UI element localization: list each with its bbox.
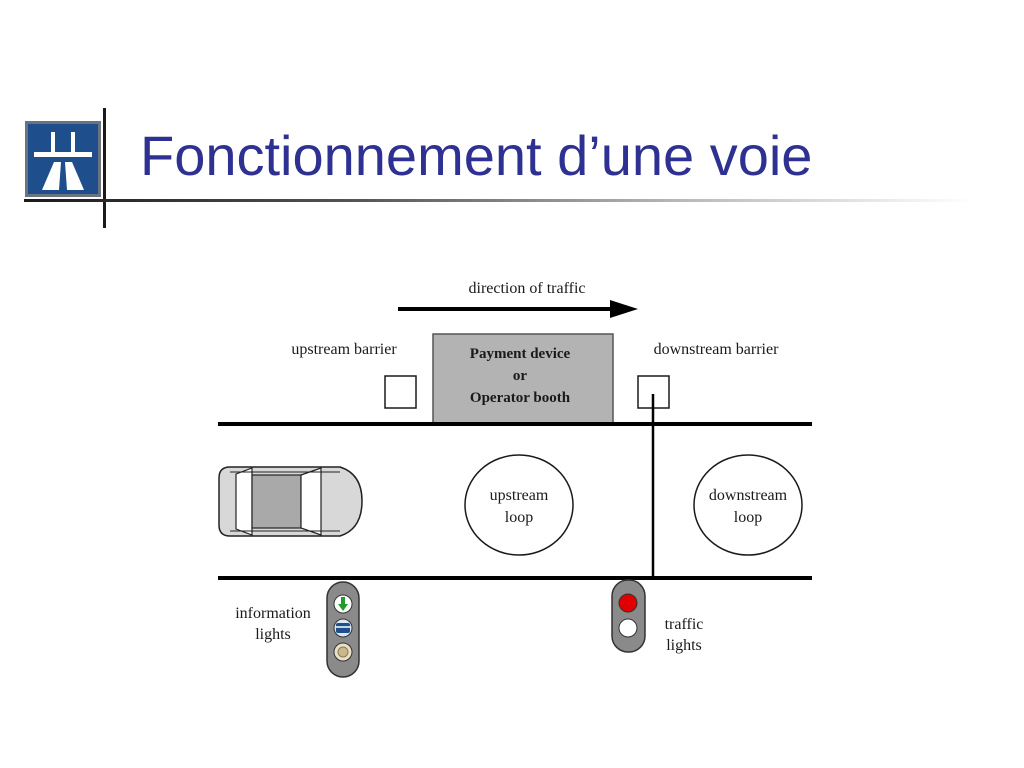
upstream-barrier <box>384 375 417 409</box>
booth-line-1: Payment device <box>470 346 571 362</box>
downstream-loop-line-2: loop <box>734 509 762 526</box>
downstream-barrier-label: downstream barrier <box>654 341 780 358</box>
title-underline <box>24 199 974 202</box>
slide-title: Fonctionnement d’une voie <box>140 124 813 187</box>
traffic-lights-line-2: lights <box>666 637 702 654</box>
car-top-view-icon <box>218 466 363 537</box>
coin-icon <box>333 642 353 662</box>
booth-line-2: or <box>513 368 528 384</box>
green-down-arrow-icon <box>333 594 353 614</box>
booth-line-3: Operator booth <box>470 390 571 406</box>
direction-label: direction of traffic <box>469 280 586 297</box>
upstream-loop-line-2: loop <box>505 509 533 526</box>
arrow-right-icon <box>398 300 638 318</box>
payment-card-icon <box>333 618 353 638</box>
red-light <box>618 593 638 613</box>
motorway-sign-icon <box>24 120 106 202</box>
information-lights-line-1: information <box>235 605 311 622</box>
downstream-loop-line-1: downstream <box>709 487 788 504</box>
upstream-loop-line-1: upstream <box>490 487 549 504</box>
title-vertical-bar <box>103 108 106 228</box>
upstream-loop <box>464 454 574 556</box>
information-lights <box>326 581 360 678</box>
information-lights-line-2: lights <box>255 626 291 643</box>
white-light <box>618 618 638 638</box>
downstream-loop <box>693 454 803 556</box>
traffic-lights <box>611 579 646 653</box>
upstream-barrier-label: upstream barrier <box>291 341 397 358</box>
payment-booth <box>432 333 614 425</box>
traffic-lights-line-1: traffic <box>665 616 704 633</box>
